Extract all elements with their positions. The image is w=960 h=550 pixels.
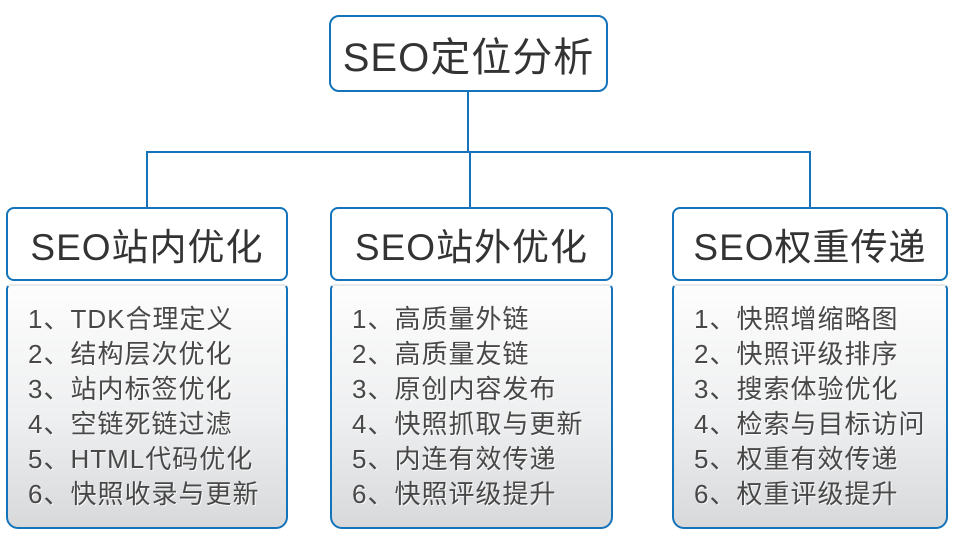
list-item: 4、空链死链过滤 xyxy=(28,409,233,439)
list-item: 1、TDK合理定义 xyxy=(28,304,234,334)
list-item: 2、高质量友链 xyxy=(352,339,530,369)
connector-drop-left xyxy=(146,151,148,207)
onsite-panel: 1、TDK合理定义 2、结构层次优化 3、站内标签优化 4、空链死链过滤 5、H… xyxy=(6,284,288,529)
branch-node-onsite: SEO站内优化 xyxy=(6,207,288,281)
branch-node-weight: SEO权重传递 xyxy=(672,207,948,281)
list-item: 5、内连有效传递 xyxy=(352,444,557,474)
offsite-panel: 1、高质量外链 2、高质量友链 3、原创内容发布 4、快照抓取与更新 5、内连有… xyxy=(330,284,613,529)
list-item: 3、原创内容发布 xyxy=(352,374,557,404)
list-item: 6、快照评级提升 xyxy=(352,479,557,509)
connector-drop-middle xyxy=(469,151,471,207)
list-item: 3、搜索体验优化 xyxy=(694,374,899,404)
weight-panel: 1、快照增缩略图 2、快照评级排序 3、搜索体验优化 4、检索与目标访问 5、权… xyxy=(672,284,948,529)
list-item: 4、检索与目标访问 xyxy=(694,409,926,439)
list-item: 2、结构层次优化 xyxy=(28,339,233,369)
connector-root-vertical xyxy=(467,92,469,152)
list-item: 5、权重有效传递 xyxy=(694,444,899,474)
root-node: SEO定位分析 xyxy=(329,15,608,92)
branch-node-weight-label: SEO权重传递 xyxy=(693,227,927,268)
list-item: 3、站内标签优化 xyxy=(28,374,233,404)
connector-horizontal-rail xyxy=(146,151,811,153)
list-item: 1、高质量外链 xyxy=(352,304,530,334)
branch-node-offsite: SEO站外优化 xyxy=(330,207,613,281)
list-item: 4、快照抓取与更新 xyxy=(352,409,584,439)
root-node-label: SEO定位分析 xyxy=(342,35,595,80)
connector-drop-right xyxy=(809,151,811,207)
list-item: 2、快照评级排序 xyxy=(694,339,899,369)
list-item: 1、快照增缩略图 xyxy=(694,304,899,334)
list-item: 6、权重评级提升 xyxy=(694,479,899,509)
list-item: 6、快照收录与更新 xyxy=(28,479,260,509)
branch-node-onsite-label: SEO站内优化 xyxy=(30,227,264,268)
list-item: 5、HTML代码优化 xyxy=(28,444,254,474)
branch-node-offsite-label: SEO站外优化 xyxy=(354,227,589,268)
